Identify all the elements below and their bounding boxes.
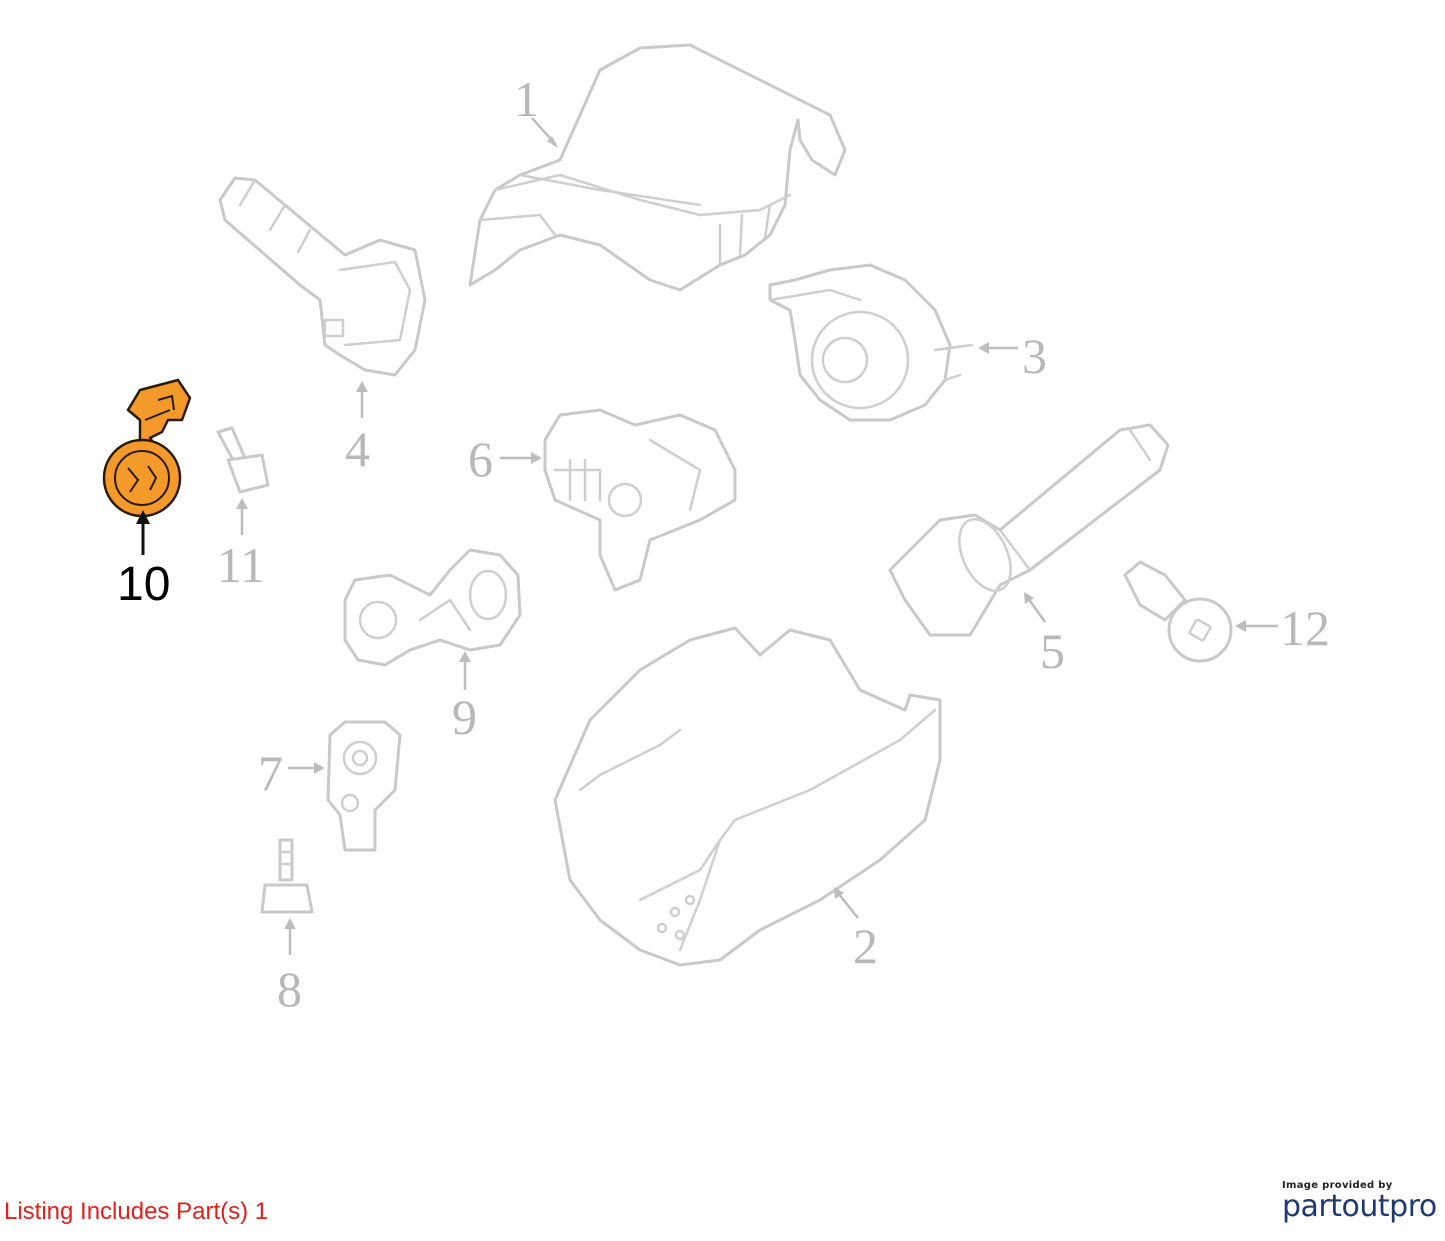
credit-caption: Image provided by	[1282, 1180, 1393, 1191]
callout-2: 2	[853, 918, 878, 974]
part-5-wiper-switch	[888, 423, 1170, 637]
part-8-bolt	[260, 838, 314, 914]
callout-5: 5	[1040, 623, 1065, 679]
part-4-signal-switch	[218, 176, 427, 377]
callout-10: 10	[117, 558, 170, 611]
callout-8: 8	[277, 961, 302, 1017]
listing-note: Listing Includes Part(s) 1	[4, 1198, 269, 1225]
callout-6: 6	[468, 431, 493, 487]
part-11-screw	[216, 426, 270, 494]
image-credit: Image provided by partoutpro	[1282, 1180, 1442, 1224]
callout-11: 11	[217, 537, 265, 593]
part-3-clock-spring	[768, 263, 974, 422]
part-6-ignition-housing	[543, 408, 737, 592]
callout-7: 7	[258, 745, 283, 801]
callout-3: 3	[1022, 328, 1047, 384]
callout-12: 12	[1280, 600, 1330, 656]
part-2-lower-shroud	[553, 626, 942, 967]
part-10-highlighted	[102, 378, 192, 518]
part-1-upper-shroud	[468, 43, 847, 292]
part-7-sensor	[326, 720, 402, 852]
leader-lines	[136, 117, 1278, 955]
callout-1: 1	[514, 71, 539, 127]
brand-logo: partoutpro	[1282, 1189, 1437, 1224]
callout-4: 4	[345, 421, 370, 477]
part-9-lock-bracket	[343, 548, 522, 667]
callout-9: 9	[452, 689, 477, 745]
part-12-lock-cylinder	[1123, 560, 1233, 663]
